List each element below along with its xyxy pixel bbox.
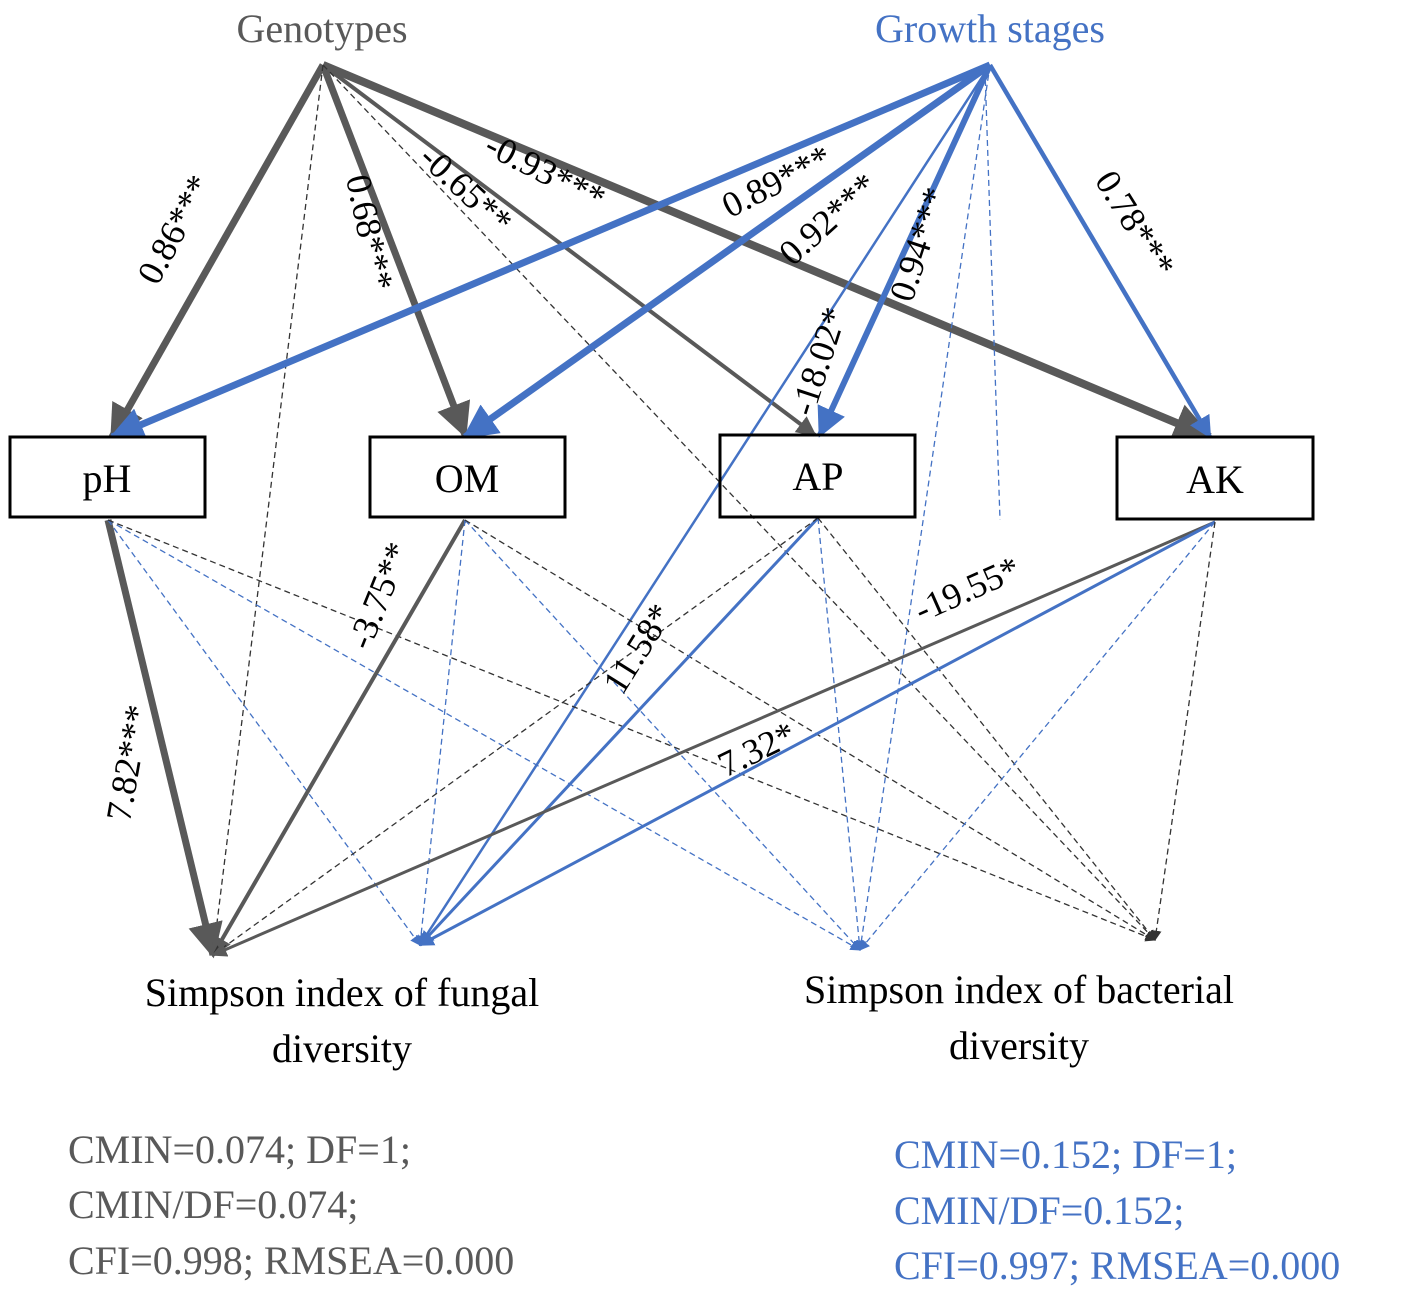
edge-g-ak — [321, 61, 1214, 442]
genotypes-label: Genotypes — [236, 6, 407, 51]
edge-g-fungal — [208, 64, 324, 957]
edge-ak-bacterial-blue — [859, 521, 1216, 951]
edge-ap-bacterial — [817, 517, 1156, 941]
fungal-fit-line: CMIN/DF=0.074; — [68, 1182, 358, 1227]
fungal-diversity-label-2: diversity — [272, 1026, 412, 1071]
box-ph-label: pH — [83, 456, 132, 501]
label-ak-fungal-blue: 7.32* — [712, 713, 802, 784]
edge-ap-fungal-dashed — [212, 517, 819, 956]
label-ph-fungal: 7.82*** — [98, 702, 158, 824]
edge-s-bacterial — [856, 64, 991, 952]
edge-om-fungal — [211, 518, 467, 957]
edge-om-fungal-blue — [415, 519, 466, 947]
edge-s-fungal — [418, 64, 992, 947]
edge-ph-bacterial — [107, 519, 1156, 942]
edge-g-ph — [108, 63, 327, 441]
label-ap-fungal: 11.58* — [595, 597, 681, 701]
edge-ph-fungal-blue — [107, 519, 421, 946]
bacterial-diversity-label: Simpson index of bacterial — [804, 967, 1234, 1012]
bacterial-diversity-label-2: diversity — [949, 1023, 1089, 1068]
label-s-ak: 0.78*** — [1087, 163, 1183, 283]
box-ak-label: AK — [1186, 457, 1244, 502]
bacterial-fit-line: CMIN/DF=0.152; — [894, 1188, 1184, 1233]
edge-s-ap — [817, 63, 993, 438]
edge-om-bacterial-blue — [464, 519, 861, 951]
box-om: OM — [368, 435, 567, 519]
edge-s-om — [462, 62, 993, 440]
edge-g-om — [319, 63, 471, 439]
edge-ap-bacterial-blue — [817, 517, 865, 952]
bacterial-fit-line: CMIN=0.152; DF=1; — [894, 1132, 1237, 1177]
label-s-ap: 0.94*** — [881, 182, 955, 306]
box-ap-label: AP — [792, 454, 843, 499]
edge-ak-bacterial — [1151, 521, 1216, 942]
box-om-label: OM — [435, 456, 499, 501]
fungal-fit-indices: CMIN=0.074; DF=1; CMIN/DF=0.074; CFI=0.9… — [68, 1127, 514, 1283]
edge-s-ph — [108, 61, 992, 441]
label-ak-fungal-gray: -19.55* — [908, 548, 1026, 630]
label-g-om: 0.68*** — [338, 171, 401, 294]
fungal-diversity-label: Simpson index of fungal — [145, 970, 539, 1015]
edge-s-ak — [988, 63, 1212, 439]
box-ap: AP — [718, 433, 917, 519]
edge-ak-fungal-blue — [418, 520, 1216, 947]
edge-ph-bacterial-blue — [107, 519, 861, 951]
box-ph: pH — [8, 435, 207, 519]
edge-g-bacterial — [322, 64, 1156, 941]
label-s-fungal: -18.02* — [782, 302, 854, 420]
fungal-fit-line: CMIN=0.074; DF=1; — [68, 1127, 411, 1172]
edge-ap-fungal — [418, 516, 820, 947]
bacterial-fit-indices: CMIN=0.152; DF=1; CMIN/DF=0.152; CFI=0.9… — [894, 1132, 1340, 1288]
edge-g-ap — [321, 63, 817, 437]
fungal-fit-line: CFI=0.998; RMSEA=0.000 — [68, 1238, 514, 1283]
edge-ph-fungal — [104, 519, 223, 959]
edge-s-bacterial-2 — [984, 69, 1001, 521]
bacterial-fit-line: CFI=0.997; RMSEA=0.000 — [894, 1243, 1340, 1288]
edge-ak-fungal — [211, 520, 1216, 957]
edge-om-bacterial — [464, 519, 1156, 941]
box-ak: AK — [1115, 435, 1315, 521]
growth-stages-label: Growth stages — [875, 6, 1105, 51]
label-om-fungal: -3.75** — [340, 537, 419, 655]
